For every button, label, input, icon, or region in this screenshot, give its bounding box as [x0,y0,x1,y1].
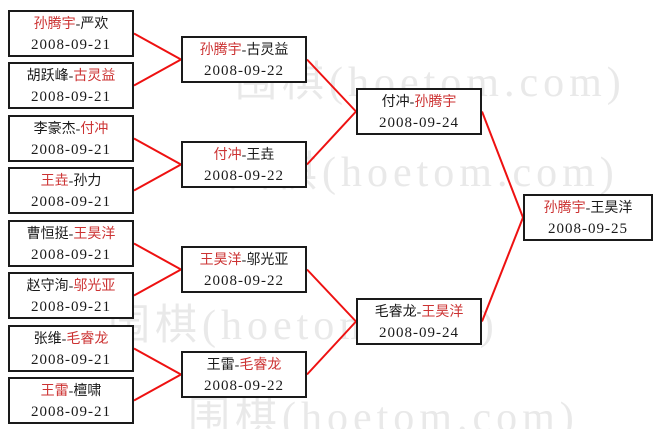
match-date: 2008-09-21 [31,404,111,420]
match-box-round-of-16-4: 王垚-孙力 2008-09-21 [8,167,134,214]
match-date: 2008-09-21 [31,194,111,210]
match-date: 2008-09-21 [31,352,111,368]
match-box-quarterfinals-2: 付冲-王垚 2008-09-22 [181,141,307,188]
match-box-round-of-16-3: 李豪杰-付冲 2008-09-21 [8,115,134,162]
match-date: 2008-09-21 [31,37,111,53]
match-date: 2008-09-21 [31,142,111,158]
watermark-text: 围棋(hoetom.com) [188,395,579,429]
match-box-quarterfinals-3: 王昊洋-邬光亚 2008-09-22 [181,246,307,293]
players-separator: - [241,253,247,268]
match-box-round-of-16-1: 孙腾宇-严欢 2008-09-21 [8,10,134,57]
match-date: 2008-09-22 [204,273,284,289]
match-box-quarterfinals-4: 王雷-毛睿龙 2008-09-22 [181,351,307,398]
player-name: 孙腾宇 [199,43,242,58]
match-players: 付冲-王垚 [183,145,305,166]
match-date: 2008-09-24 [379,115,459,131]
match-players: 孙腾宇-严欢 [10,14,132,35]
players-separator: - [68,279,74,294]
match-players: 王垚-孙力 [10,171,132,192]
players-separator: - [75,17,81,32]
player-name: 王垚 [40,174,69,189]
player-name: 邬光亚 [246,253,289,268]
player-name: 付冲 [213,148,242,163]
match-players: 毛睿龙-王昊洋 [358,302,480,323]
match-players: 胡跃峰-古灵益 [10,66,132,87]
player-name: 毛睿龙 [374,305,417,320]
players-separator: - [61,332,67,347]
match-players: 王雷-檀啸 [10,381,132,402]
match-box-round-of-16-5: 曹恒挺-王昊洋 2008-09-21 [8,220,134,267]
player-name: 付冲 [80,122,109,137]
players-separator: - [585,201,591,216]
match-box-round-of-16-2: 胡跃峰-古灵益 2008-09-21 [8,62,134,109]
player-name: 古灵益 [246,43,289,58]
match-players: 付冲-孙腾宇 [358,92,480,113]
player-name: 檀啸 [73,384,102,399]
player-name: 胡跃峰 [26,69,69,84]
match-box-final-1: 孙腾宇-王昊洋 2008-09-25 [523,194,653,241]
player-name: 王雷 [206,358,235,373]
match-date: 2008-09-22 [204,63,284,79]
match-date: 2008-09-21 [31,299,111,315]
match-date: 2008-09-22 [204,378,284,394]
match-date: 2008-09-21 [31,89,111,105]
players-separator: - [234,358,240,373]
match-players: 张维-毛睿龙 [10,329,132,350]
players-separator: - [68,227,74,242]
match-box-semifinals-2: 毛睿龙-王昊洋 2008-09-24 [356,298,482,345]
player-name: 邬光亚 [73,279,116,294]
player-name: 王昊洋 [421,305,464,320]
players-separator: - [68,174,74,189]
player-name: 王昊洋 [73,227,116,242]
player-name: 李豪杰 [33,122,76,137]
player-name: 王雷 [40,384,69,399]
player-name: 赵守洵 [26,279,69,294]
players-separator: - [409,95,415,110]
match-players: 赵守洵-邬光亚 [10,276,132,297]
match-date: 2008-09-25 [548,221,628,237]
match-box-round-of-16-7: 张维-毛睿龙 2008-09-21 [8,325,134,372]
player-name: 严欢 [80,17,109,32]
players-separator: - [68,69,74,84]
match-players: 王昊洋-邬光亚 [183,250,305,271]
player-name: 毛睿龙 [66,332,109,347]
player-name: 王昊洋 [199,253,242,268]
match-date: 2008-09-21 [31,247,111,263]
match-players: 曹恒挺-王昊洋 [10,224,132,245]
player-name: 古灵益 [73,69,116,84]
player-name: 孙腾宇 [33,17,76,32]
player-name: 孙腾宇 [414,95,457,110]
player-name: 王垚 [246,148,275,163]
match-players: 王雷-毛睿龙 [183,355,305,376]
players-separator: - [75,122,81,137]
players-separator: - [241,148,247,163]
player-name: 张维 [33,332,62,347]
players-separator: - [241,43,247,58]
players-separator: - [68,384,74,399]
match-box-quarterfinals-1: 孙腾宇-古灵益 2008-09-22 [181,36,307,83]
match-box-round-of-16-8: 王雷-檀啸 2008-09-21 [8,377,134,424]
match-players: 孙腾宇-王昊洋 [525,198,651,219]
match-date: 2008-09-22 [204,168,284,184]
player-name: 王昊洋 [590,201,633,216]
match-players: 孙腾宇-古灵益 [183,40,305,61]
player-name: 曹恒挺 [26,227,69,242]
match-date: 2008-09-24 [379,325,459,341]
match-box-semifinals-1: 付冲-孙腾宇 2008-09-24 [356,88,482,135]
player-name: 孙力 [73,174,102,189]
player-name: 付冲 [381,95,410,110]
match-players: 李豪杰-付冲 [10,119,132,140]
player-name: 孙腾宇 [543,201,586,216]
match-box-round-of-16-6: 赵守洵-邬光亚 2008-09-21 [8,272,134,319]
players-separator: - [416,305,422,320]
player-name: 毛睿龙 [239,358,282,373]
